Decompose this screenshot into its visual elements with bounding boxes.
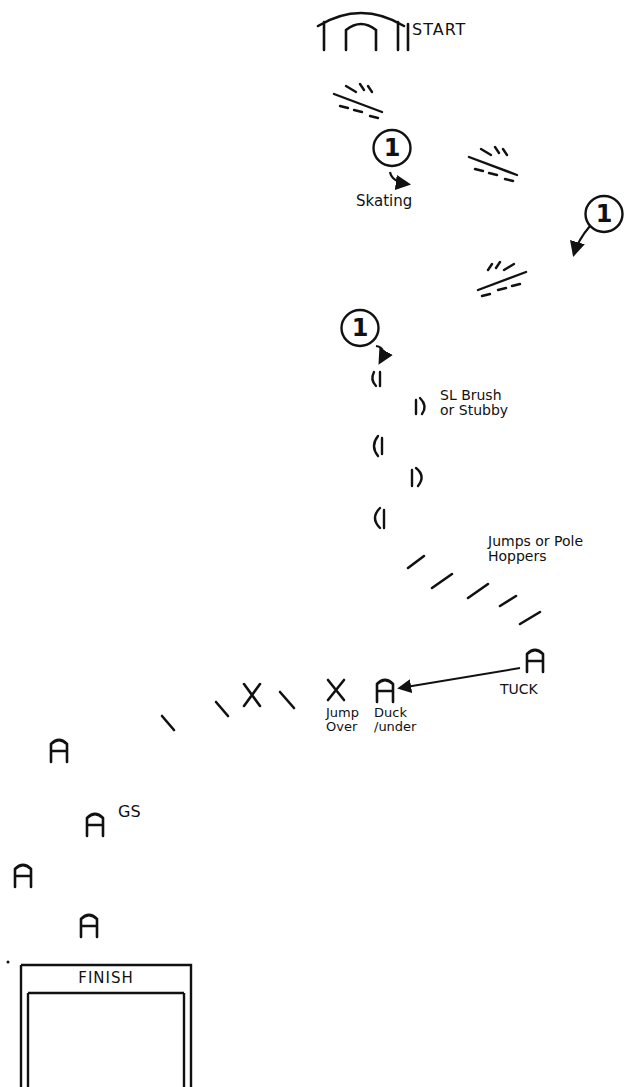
node-text: START [412, 20, 466, 39]
skate-marks [334, 84, 382, 118]
turn-arrow [390, 172, 408, 184]
section-label: Skating [356, 194, 446, 210]
jump-poles [408, 556, 540, 624]
section-label: Jump Over [326, 706, 370, 733]
jump-over-poles [162, 680, 344, 730]
dot [7, 961, 10, 964]
callout-circle: 1 [584, 194, 624, 234]
turn-arrow [574, 226, 590, 254]
gate [81, 915, 97, 937]
finish-box: FINISH [20, 964, 192, 1087]
gate [51, 740, 67, 762]
section-label: TUCK [500, 682, 570, 697]
callout-circle: 1 [340, 308, 380, 348]
skate-marks [469, 147, 517, 181]
node-text: 1 [596, 202, 613, 226]
node-text: FINISH [20, 964, 192, 987]
gate [377, 680, 393, 702]
section-label: Duck /under [374, 706, 430, 733]
node-text: 1 [352, 316, 369, 340]
start-hut: START [316, 4, 486, 52]
section-label: SL Brush or Stubby [440, 388, 512, 417]
turn-arrow [376, 346, 383, 362]
node-text: 1 [384, 136, 401, 160]
gate [87, 814, 103, 836]
section-label: GS [118, 804, 168, 821]
skate-marks [478, 262, 526, 296]
section-label: Jumps or Pole Hoppers [488, 534, 608, 563]
slalom-brushes [372, 372, 424, 528]
gate [527, 650, 543, 672]
callout-circle: 1 [372, 128, 412, 168]
gate [15, 865, 31, 887]
